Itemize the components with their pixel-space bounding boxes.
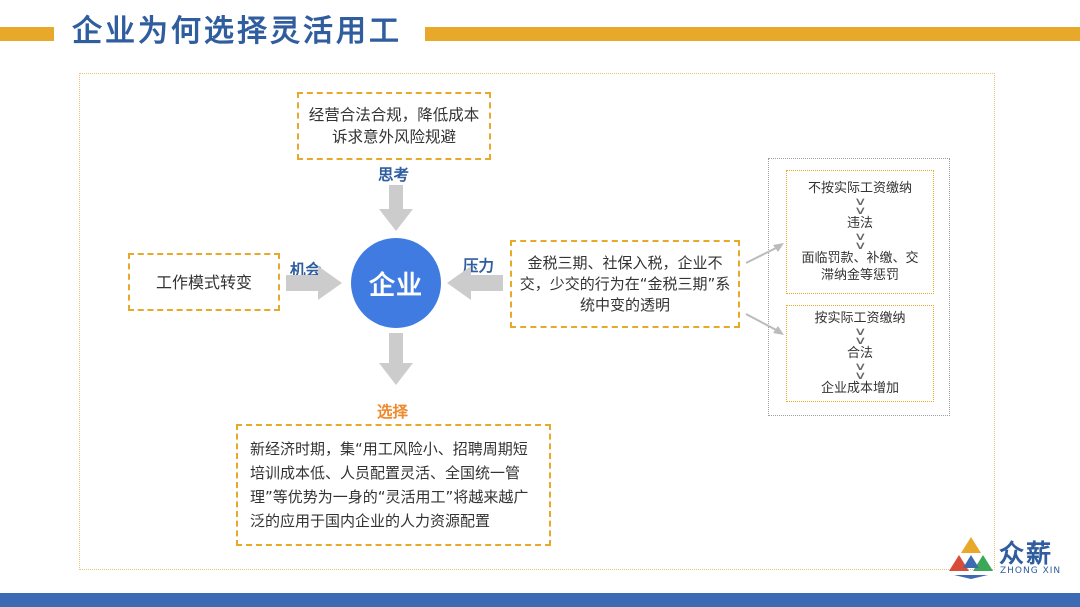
- choose-label: 选择: [377, 403, 409, 421]
- arrow-down-bottom-icon: [379, 333, 413, 385]
- chevron-down-icon: ∨∨: [854, 325, 867, 347]
- header-accent-bar-right: [425, 27, 1080, 41]
- work-mode-box: 工作模式转变: [128, 253, 280, 311]
- think-label: 思考: [378, 166, 410, 184]
- compliant-line3: 企业成本增加: [820, 381, 899, 396]
- page-title: 企业为何选择灵活用工: [72, 14, 402, 49]
- footer-bar: [0, 593, 1080, 607]
- logo-subtitle: ZHONG XIN: [1000, 566, 1062, 576]
- tax-pressure-box: 金税三期、社保入税，企业不交，少交的行为在“金税三期”系统中变的透明: [510, 240, 740, 328]
- diagram-frame: [79, 73, 995, 570]
- logo-mark-icon: [949, 537, 993, 579]
- arrow-left-pressure-icon: [447, 266, 503, 300]
- header-accent-bar-left: [0, 27, 54, 41]
- logo-name: 众薪: [999, 539, 1054, 568]
- consequence-group-frame: [768, 158, 950, 416]
- compliant-line2: 合法: [846, 346, 873, 361]
- non-compliant-line3: 面临罚款、补缴、交滞纳金等惩罚: [801, 251, 919, 283]
- compliant-box: 按实际工资缴纳 ∨∨ 合法 ∨∨ 企业成本增加: [786, 305, 934, 402]
- arrow-right-left-icon: [286, 266, 342, 300]
- compliant-line1: 按实际工资缴纳: [814, 311, 906, 326]
- chance-label: 机会: [290, 261, 322, 279]
- non-compliant-line1: 不按实际工资缴纳: [807, 181, 912, 196]
- center-enterprise-node: 企业: [351, 238, 441, 328]
- arrow-down-top-icon: [379, 185, 413, 231]
- chevron-down-icon: ∨∨: [854, 195, 867, 217]
- chevron-down-icon: ∨∨: [854, 360, 867, 382]
- non-compliant-line2: 违法: [846, 216, 873, 231]
- branch-arrows-icon: [745, 243, 784, 335]
- chevron-down-icon: ∨∨: [854, 230, 867, 252]
- goal-box: 经营合法合规，降低成本诉求意外风险规避: [297, 92, 491, 160]
- conclusion-box: 新经济时期，集“用工风险小、招聘周期短培训成本低、人员配置灵活、全国统一管理”等…: [236, 424, 551, 546]
- non-compliant-box: 不按实际工资缴纳 ∨∨ 违法 ∨∨ 面临罚款、补缴、交滞纳金等惩罚: [786, 170, 934, 294]
